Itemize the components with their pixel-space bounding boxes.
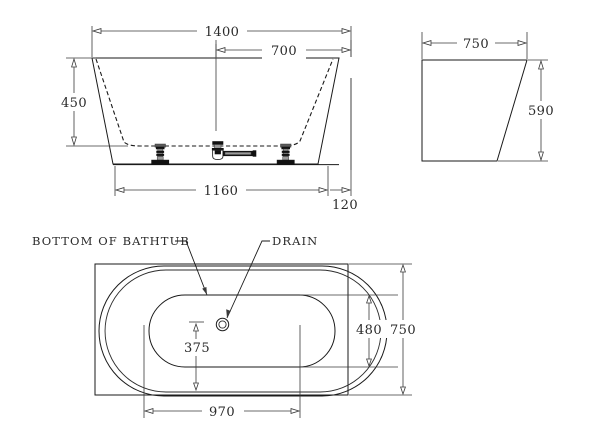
dimension-label-970: 970 bbox=[209, 405, 235, 420]
dimension-label-120: 120 bbox=[332, 198, 358, 213]
dimension-inner-depth: 480 bbox=[300, 294, 398, 368]
dimension-overall-depth-side: 750 bbox=[421, 32, 528, 59]
annotation-bottom-of-bathtub: BOTTOM OF BATHTUB bbox=[32, 234, 208, 296]
tub-outer-rim bbox=[98, 265, 388, 397]
dimension-base-offset: 120 bbox=[330, 170, 358, 213]
plan-view: BOTTOM OF BATHTUB DRAIN 375 9 bbox=[32, 234, 421, 420]
dimension-overall-width: 1400 bbox=[91, 22, 352, 57]
plan-bounding-rectangle bbox=[94, 263, 349, 396]
side-elevation-view: 750 590 bbox=[421, 32, 559, 162]
dimension-half-width: 700 bbox=[215, 40, 352, 59]
dimension-label-480: 480 bbox=[356, 323, 382, 338]
tub-rim-offset bbox=[104, 269, 382, 393]
dimension-label-375: 375 bbox=[184, 341, 210, 356]
tub-front-outline bbox=[91, 57, 340, 165]
tub-basin-hidden-line bbox=[95, 58, 334, 147]
dimension-label-1160: 1160 bbox=[204, 184, 239, 199]
dimension-inner-basin-width: 970 bbox=[143, 325, 301, 420]
tub-side-outline bbox=[421, 59, 528, 162]
dimension-label-700: 700 bbox=[271, 44, 297, 59]
annotation-label-drain: DRAIN bbox=[272, 234, 318, 248]
front-elevation-view: 1400 700 450 bbox=[58, 22, 358, 213]
left-support-foot bbox=[151, 143, 170, 165]
dimension-label-750-side: 750 bbox=[463, 37, 489, 52]
dimension-rim-height: 450 bbox=[58, 57, 128, 147]
annotation-drain: DRAIN bbox=[226, 234, 318, 319]
dimension-label-1400: 1400 bbox=[205, 25, 240, 40]
right-support-foot bbox=[276, 143, 295, 165]
dimension-label-750-plan: 750 bbox=[390, 323, 416, 338]
dimension-overall-height: 590 bbox=[498, 59, 559, 162]
tub-inner-basin bbox=[148, 294, 336, 368]
annotation-label-bottom-of-bathtub: BOTTOM OF BATHTUB bbox=[32, 234, 190, 248]
dimension-base-width: 1160 bbox=[114, 166, 329, 199]
drain-waste-assembly bbox=[211, 141, 257, 161]
dimension-overall-depth-plan: 750 bbox=[349, 263, 421, 396]
drain-opening bbox=[215, 317, 230, 332]
dimension-drain-offset: 375 bbox=[180, 321, 214, 392]
dimension-label-450: 450 bbox=[61, 96, 87, 111]
dimension-label-590: 590 bbox=[528, 104, 554, 119]
